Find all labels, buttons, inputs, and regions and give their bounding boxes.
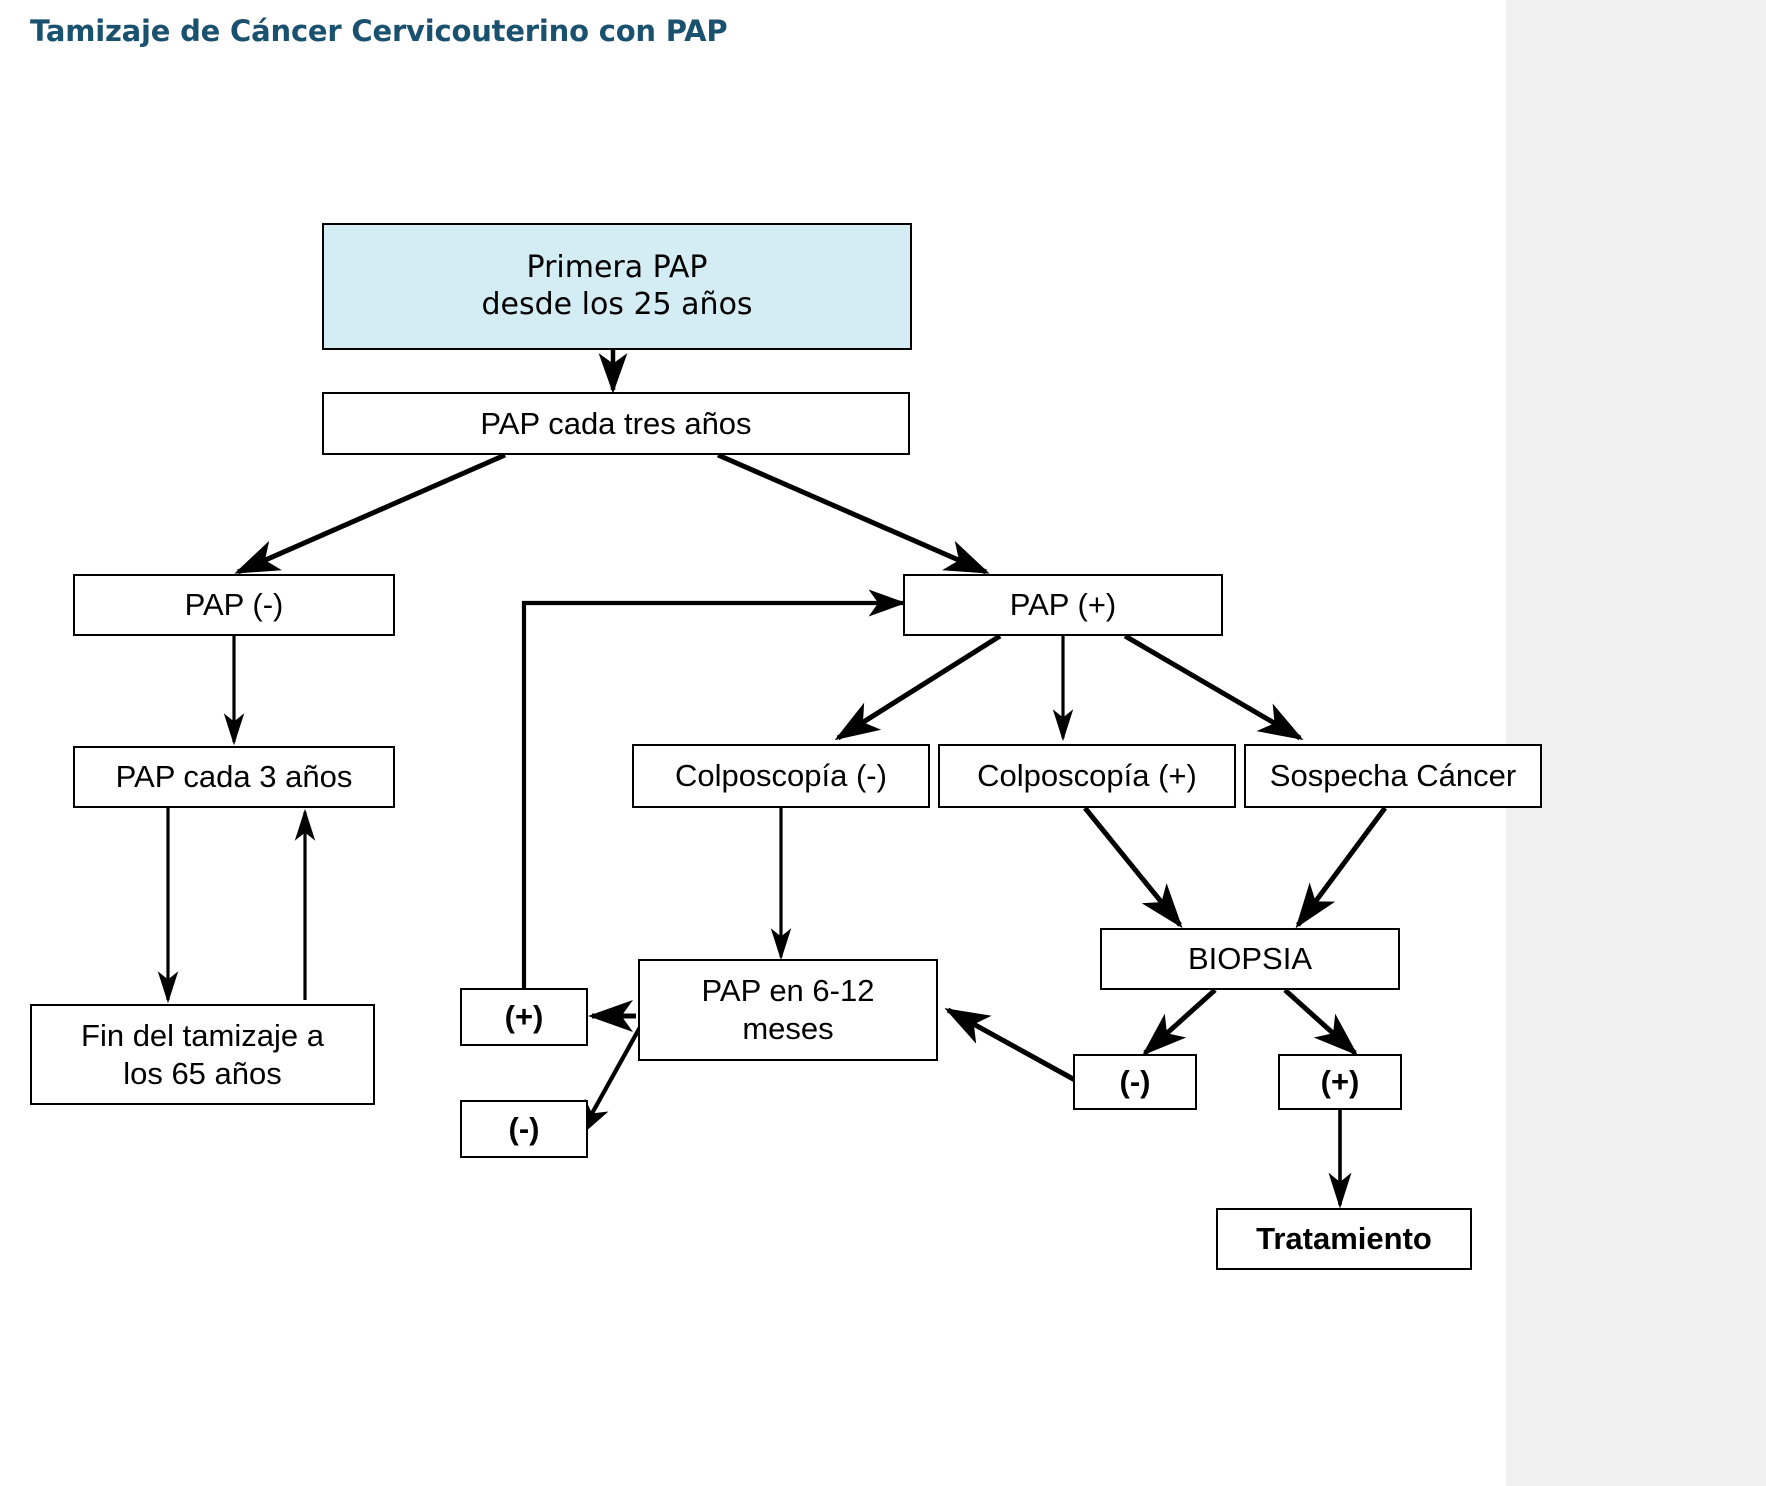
edge-sospecha-to-biopsia (1295, 806, 1388, 929)
node-pap-cada-3[interactable]: PAP cada 3 años (73, 746, 395, 808)
page-title: Tamizaje de Cáncer Cervicouterino con PA… (30, 14, 728, 48)
node-sospecha-cancer-label: Sospecha Cáncer (1269, 758, 1517, 794)
node-biopsia-positive-label: (+) (1320, 1064, 1360, 1100)
edge-pap-pos-to-colpo-neg (834, 633, 1002, 741)
node-pap-pos-label: PAP (+) (1009, 587, 1117, 623)
node-biopsia-negative[interactable]: (-) (1073, 1054, 1197, 1110)
node-pap612-positive-label: (+) (504, 999, 544, 1035)
page-right-gutter (1506, 0, 1766, 1486)
node-pap-cada-3-label: PAP cada 3 años (115, 759, 353, 795)
node-pap612-negative-label: (-) (508, 1111, 540, 1147)
node-colposcopia-pos-label: Colposcopía (+) (977, 758, 1197, 794)
node-fin-tamizaje-line1: Fin del tamizaje a (81, 1017, 324, 1053)
edge-biopsia-to-pos (1283, 988, 1358, 1056)
edge-pap-pos-to-sospecha (1123, 633, 1304, 741)
node-primera-pap-line2: desde los 25 años (481, 286, 753, 322)
node-pap-neg-label: PAP (-) (184, 587, 284, 623)
node-tratamiento[interactable]: Tratamiento (1216, 1208, 1472, 1270)
node-pap-pos[interactable]: PAP (+) (903, 574, 1223, 636)
node-pap-en-6-12-meses-line2: meses (742, 1011, 834, 1046)
node-pap612-negative[interactable]: (-) (460, 1100, 588, 1158)
node-colposcopia-neg[interactable]: Colposcopía (-) (632, 744, 930, 808)
node-fin-tamizaje[interactable]: Fin del tamizaje a los 65 años (30, 1004, 375, 1105)
node-pap-neg[interactable]: PAP (-) (73, 574, 395, 636)
node-biopsia-negative-label: (-) (1119, 1064, 1151, 1100)
edge-cada-tres-to-pap-pos (716, 452, 990, 575)
edge-biopsia-to-neg (1142, 988, 1217, 1056)
node-pap612-positive[interactable]: (+) (460, 988, 588, 1046)
node-pap-en-6-12-meses-line1: PAP en 6-12 (701, 973, 875, 1009)
node-primera-pap-line1: Primera PAP (526, 249, 708, 285)
node-sospecha-cancer[interactable]: Sospecha Cáncer (1244, 744, 1542, 808)
node-biopsia-positive[interactable]: (+) (1278, 1054, 1402, 1110)
node-pap-en-6-12-meses[interactable]: PAP en 6-12 meses (638, 959, 938, 1061)
edge-pap612-to-neg (578, 1018, 646, 1138)
edge-colpo-pos-to-biopsia (1083, 806, 1183, 929)
edge-cada-tres-to-pap-neg (234, 452, 507, 575)
edge-biopsia-neg-to-pap612 (944, 1007, 1077, 1083)
node-fin-tamizaje-line2: los 65 años (123, 1055, 282, 1091)
node-colposcopia-pos[interactable]: Colposcopía (+) (938, 744, 1236, 808)
node-pap-cada-tres[interactable]: PAP cada tres años (322, 392, 910, 455)
node-biopsia[interactable]: BIOPSIA (1100, 928, 1400, 990)
node-tratamiento-label: Tratamiento (1256, 1221, 1432, 1257)
node-pap-cada-tres-label: PAP cada tres años (480, 405, 752, 441)
node-colposcopia-neg-label: Colposcopía (-) (675, 758, 887, 794)
node-primera-pap[interactable]: Primera PAP desde los 25 años (322, 223, 912, 350)
node-biopsia-label: BIOPSIA (1187, 941, 1313, 977)
